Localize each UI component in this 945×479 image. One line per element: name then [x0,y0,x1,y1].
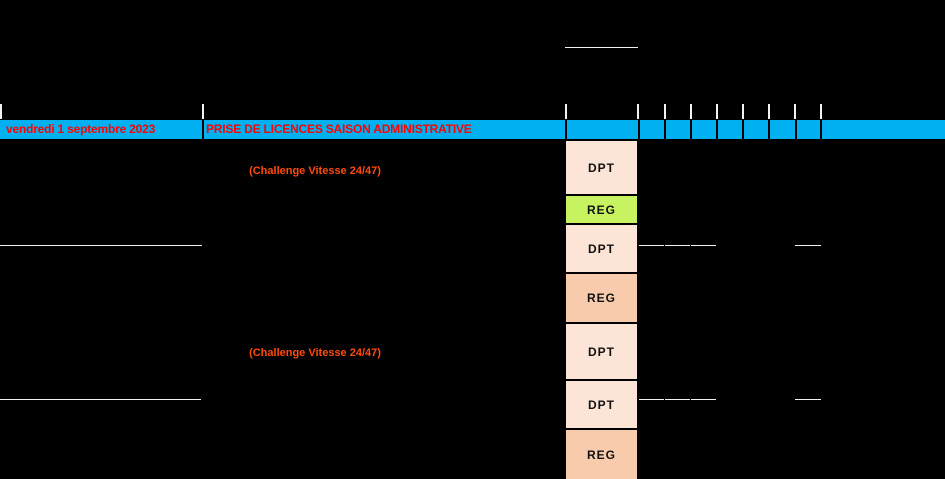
grid-tick [716,104,718,119]
schedule-cell-label: DPT [588,344,615,359]
banner-cell-divider [716,120,718,139]
grid-underline [691,399,716,400]
banner-cell-divider [202,120,204,139]
grid-tick [0,104,2,119]
grid-underline [639,399,664,400]
grid-underline [795,245,821,246]
banner-cell-divider [664,120,666,139]
banner-cell-divider [742,120,744,139]
grid-tick [742,104,744,119]
schedule-cell-dpt[interactable]: DPT [566,324,637,379]
grid-tick [664,104,666,119]
schedule-cell-dpt[interactable]: DPT [566,225,637,272]
grid-underline [0,399,201,400]
schedule-cell-reg[interactable]: REG [566,274,637,322]
grid-tick [565,104,567,119]
banner-cell-divider [820,120,822,139]
banner-cell-divider [795,120,797,139]
grid-underline [0,245,202,246]
grid-underline [665,245,690,246]
schedule-cell-reg[interactable]: REG [566,196,637,223]
challenge-vitesse-note-bottom: (Challenge Vitesse 24/47) [249,347,381,359]
schedule-cell-reg[interactable]: REG [566,430,637,479]
schedule-cell-dpt[interactable]: DPT [566,381,637,428]
column-top-border [565,47,638,48]
banner-cell-divider [768,120,770,139]
schedule-cell-dpt[interactable]: DPT [566,141,637,194]
challenge-vitesse-note-top: (Challenge Vitesse 24/47) [249,165,381,177]
banner-title-label: PRISE DE LICENCES SAISON ADMINISTRATIVE [206,122,472,136]
grid-underline [665,399,690,400]
schedule-cell-label: DPT [588,241,615,256]
schedule-cell-label: REG [586,291,616,305]
schedule-cell-label: REG [586,202,616,217]
grid-tick [820,104,822,119]
grid-underline [639,245,664,246]
grid-underline [691,245,716,246]
grid-tick [794,104,796,119]
grid-tick [637,104,639,119]
grid-tick [690,104,692,119]
banner-cell-divider [565,120,567,139]
grid-tick [202,104,204,119]
schedule-cell-label: DPT [588,397,615,412]
banner-cell-divider [638,120,640,139]
date-banner-row[interactable]: vendredi 1 septembre 2023 PRISE DE LICEN… [0,120,945,139]
schedule-cell-label: DPT [588,160,615,175]
grid-underline [795,399,821,400]
banner-cell-divider [690,120,692,139]
banner-date-label: vendredi 1 septembre 2023 [6,122,156,136]
grid-tick [768,104,770,119]
schedule-cell-label: REG [586,447,616,462]
